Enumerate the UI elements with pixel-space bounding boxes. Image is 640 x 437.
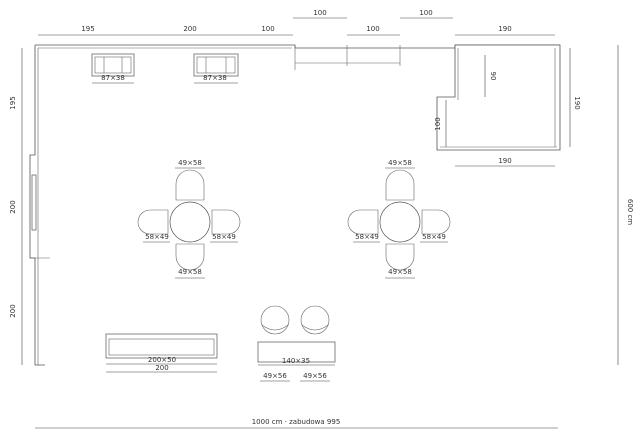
table-set-2: 49×58 49×58 58×49 58×49 [347, 159, 451, 279]
chair-right-label: 58×49 [212, 233, 236, 241]
bottom-dimension: 1000 cm · zabudowa 995 [35, 418, 558, 429]
chair-left [137, 209, 169, 235]
room-box: 90 100 190 190 [434, 44, 581, 167]
chair-right [421, 209, 451, 235]
chair-bottom [175, 243, 205, 271]
dim-left-2: 200 [9, 200, 17, 213]
counter-2-label: 87×38 [203, 74, 227, 82]
shelf-label: 200×50 [148, 356, 176, 364]
shelf: 200×50 200 [105, 333, 218, 373]
chair-bottom [385, 243, 415, 271]
armchair-2: 49×56 [300, 305, 330, 382]
bench: 140×35 [257, 341, 336, 366]
dim-left-3: 200 [9, 304, 17, 317]
shelf-total: 200 [155, 364, 168, 372]
bench-label: 140×35 [282, 357, 310, 365]
chair-left-label: 58×49 [145, 233, 169, 241]
table-set-1: 49×58 49×58 58×49 58×49 [137, 159, 241, 279]
chair-top-label: 49×58 [178, 159, 202, 167]
room-inner-90: 90 [489, 72, 497, 81]
counter-1-label: 87×38 [101, 74, 125, 82]
dim-top-3: 100 [261, 25, 274, 33]
counter-2: 87×38 [193, 53, 239, 84]
chair-left [347, 209, 379, 235]
right-dimension: 600 cm [617, 45, 634, 365]
counter-1: 87×38 [91, 53, 135, 84]
dim-left-1: 195 [9, 96, 17, 109]
room-bottom: 190 [498, 157, 511, 165]
armchair-1: 49×56 [260, 305, 290, 382]
dim-top-4: 100 [366, 25, 379, 33]
dim-top-2: 200 [183, 25, 196, 33]
chair-left-label: 58×49 [355, 233, 379, 241]
left-dimensions: 195 200 200 [9, 48, 23, 365]
room-height: 190 [573, 96, 581, 109]
top-dimensions: 195 200 100 100 190 100 100 [38, 9, 555, 36]
dim-right-height: 600 cm [626, 199, 634, 225]
chair-top [175, 169, 205, 201]
chair-right-label: 58×49 [422, 233, 446, 241]
dim-bottom-total: 1000 cm · zabudowa 995 [252, 418, 341, 426]
dim-offset-2: 100 [419, 9, 432, 17]
chair-top [385, 169, 415, 201]
armchair-1-label: 49×56 [263, 372, 287, 380]
wall-outline [29, 44, 560, 366]
dim-top-5: 190 [498, 25, 511, 33]
chair-top-label: 49×58 [388, 159, 412, 167]
chair-right [211, 209, 241, 235]
dim-top-1: 195 [81, 25, 94, 33]
chair-bottom-label: 49×58 [178, 268, 202, 276]
armchair-2-label: 49×56 [303, 372, 327, 380]
chair-bottom-label: 49×58 [388, 268, 412, 276]
dim-offset-1: 100 [313, 9, 326, 17]
room-inner-100: 100 [434, 117, 442, 130]
